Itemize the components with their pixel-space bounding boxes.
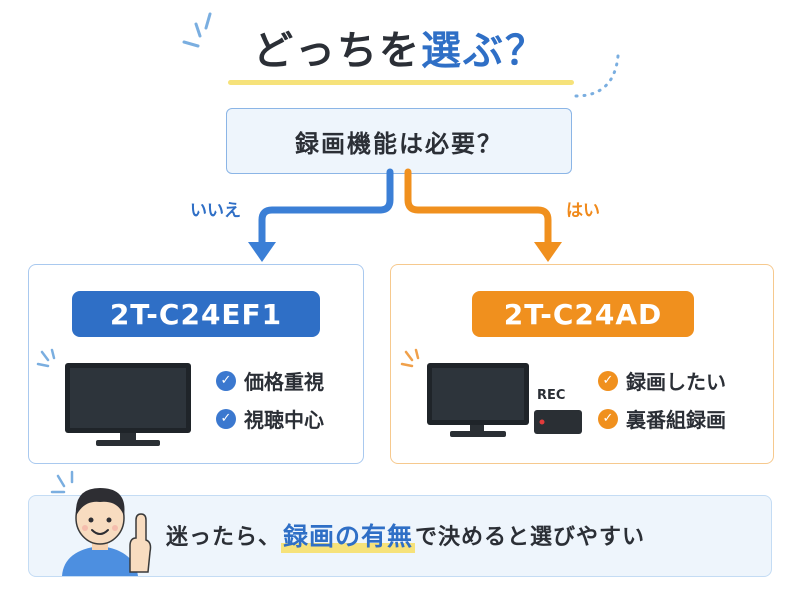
feature-label: 価格重視 bbox=[244, 370, 324, 394]
person-pointing-icon bbox=[62, 488, 152, 576]
feature-label: 裏番組録画 bbox=[626, 408, 726, 432]
title-area: どっちを選ぶ？ bbox=[0, 18, 800, 88]
arrow-no bbox=[258, 168, 394, 250]
check-icon: ✓ bbox=[216, 408, 236, 429]
dotted-swirl-icon bbox=[574, 54, 620, 98]
page-title: どっちを選ぶ？ bbox=[0, 18, 800, 76]
feature-label: 録画したい bbox=[626, 370, 726, 394]
sparkle-lines-icon bbox=[36, 348, 56, 368]
tv-icon bbox=[65, 363, 191, 446]
model-badge-left: 2T-C24EF1 bbox=[72, 291, 320, 337]
check-icon: ✓ bbox=[598, 370, 618, 391]
advice-highlight: 録画の有無 bbox=[281, 517, 416, 553]
feature-right-1: ✓ 録画したい bbox=[598, 366, 726, 395]
check-icon: ✓ bbox=[598, 408, 618, 429]
recorder-label: REC bbox=[537, 388, 566, 403]
advice-part1: 迷ったら、 bbox=[166, 525, 282, 550]
feature-right-2: ✓ 裏番組録画 bbox=[598, 404, 726, 433]
branch-label-no: いいえ bbox=[190, 201, 241, 221]
recorder-icon bbox=[534, 410, 582, 434]
advice-part2: で決めると選びやすい bbox=[415, 525, 646, 550]
tv-icon bbox=[427, 363, 529, 437]
model-badge-right: 2T-C24AD bbox=[472, 291, 694, 337]
feature-label: 視聴中心 bbox=[244, 408, 324, 432]
arrow-yes-head bbox=[534, 242, 562, 262]
title-prefix: どっちを bbox=[253, 28, 421, 74]
branch-label-yes: はい bbox=[566, 201, 600, 221]
arrow-no-head bbox=[248, 242, 276, 262]
sparkle-lines-icon bbox=[50, 470, 74, 494]
feature-left-1: ✓ 価格重視 bbox=[216, 366, 324, 395]
question-box: 録画機能は必要？ bbox=[226, 108, 572, 174]
title-underline bbox=[228, 80, 574, 85]
check-icon: ✓ bbox=[216, 370, 236, 391]
title-accent: 選ぶ？ bbox=[421, 28, 547, 74]
feature-left-2: ✓ 視聴中心 bbox=[216, 404, 324, 433]
sparkle-lines-icon bbox=[400, 348, 420, 368]
arrow-yes bbox=[404, 168, 552, 250]
sparkle-lines-icon bbox=[182, 12, 212, 48]
advice-text: 迷ったら、録画の有無で決めると選びやすい bbox=[166, 515, 766, 555]
